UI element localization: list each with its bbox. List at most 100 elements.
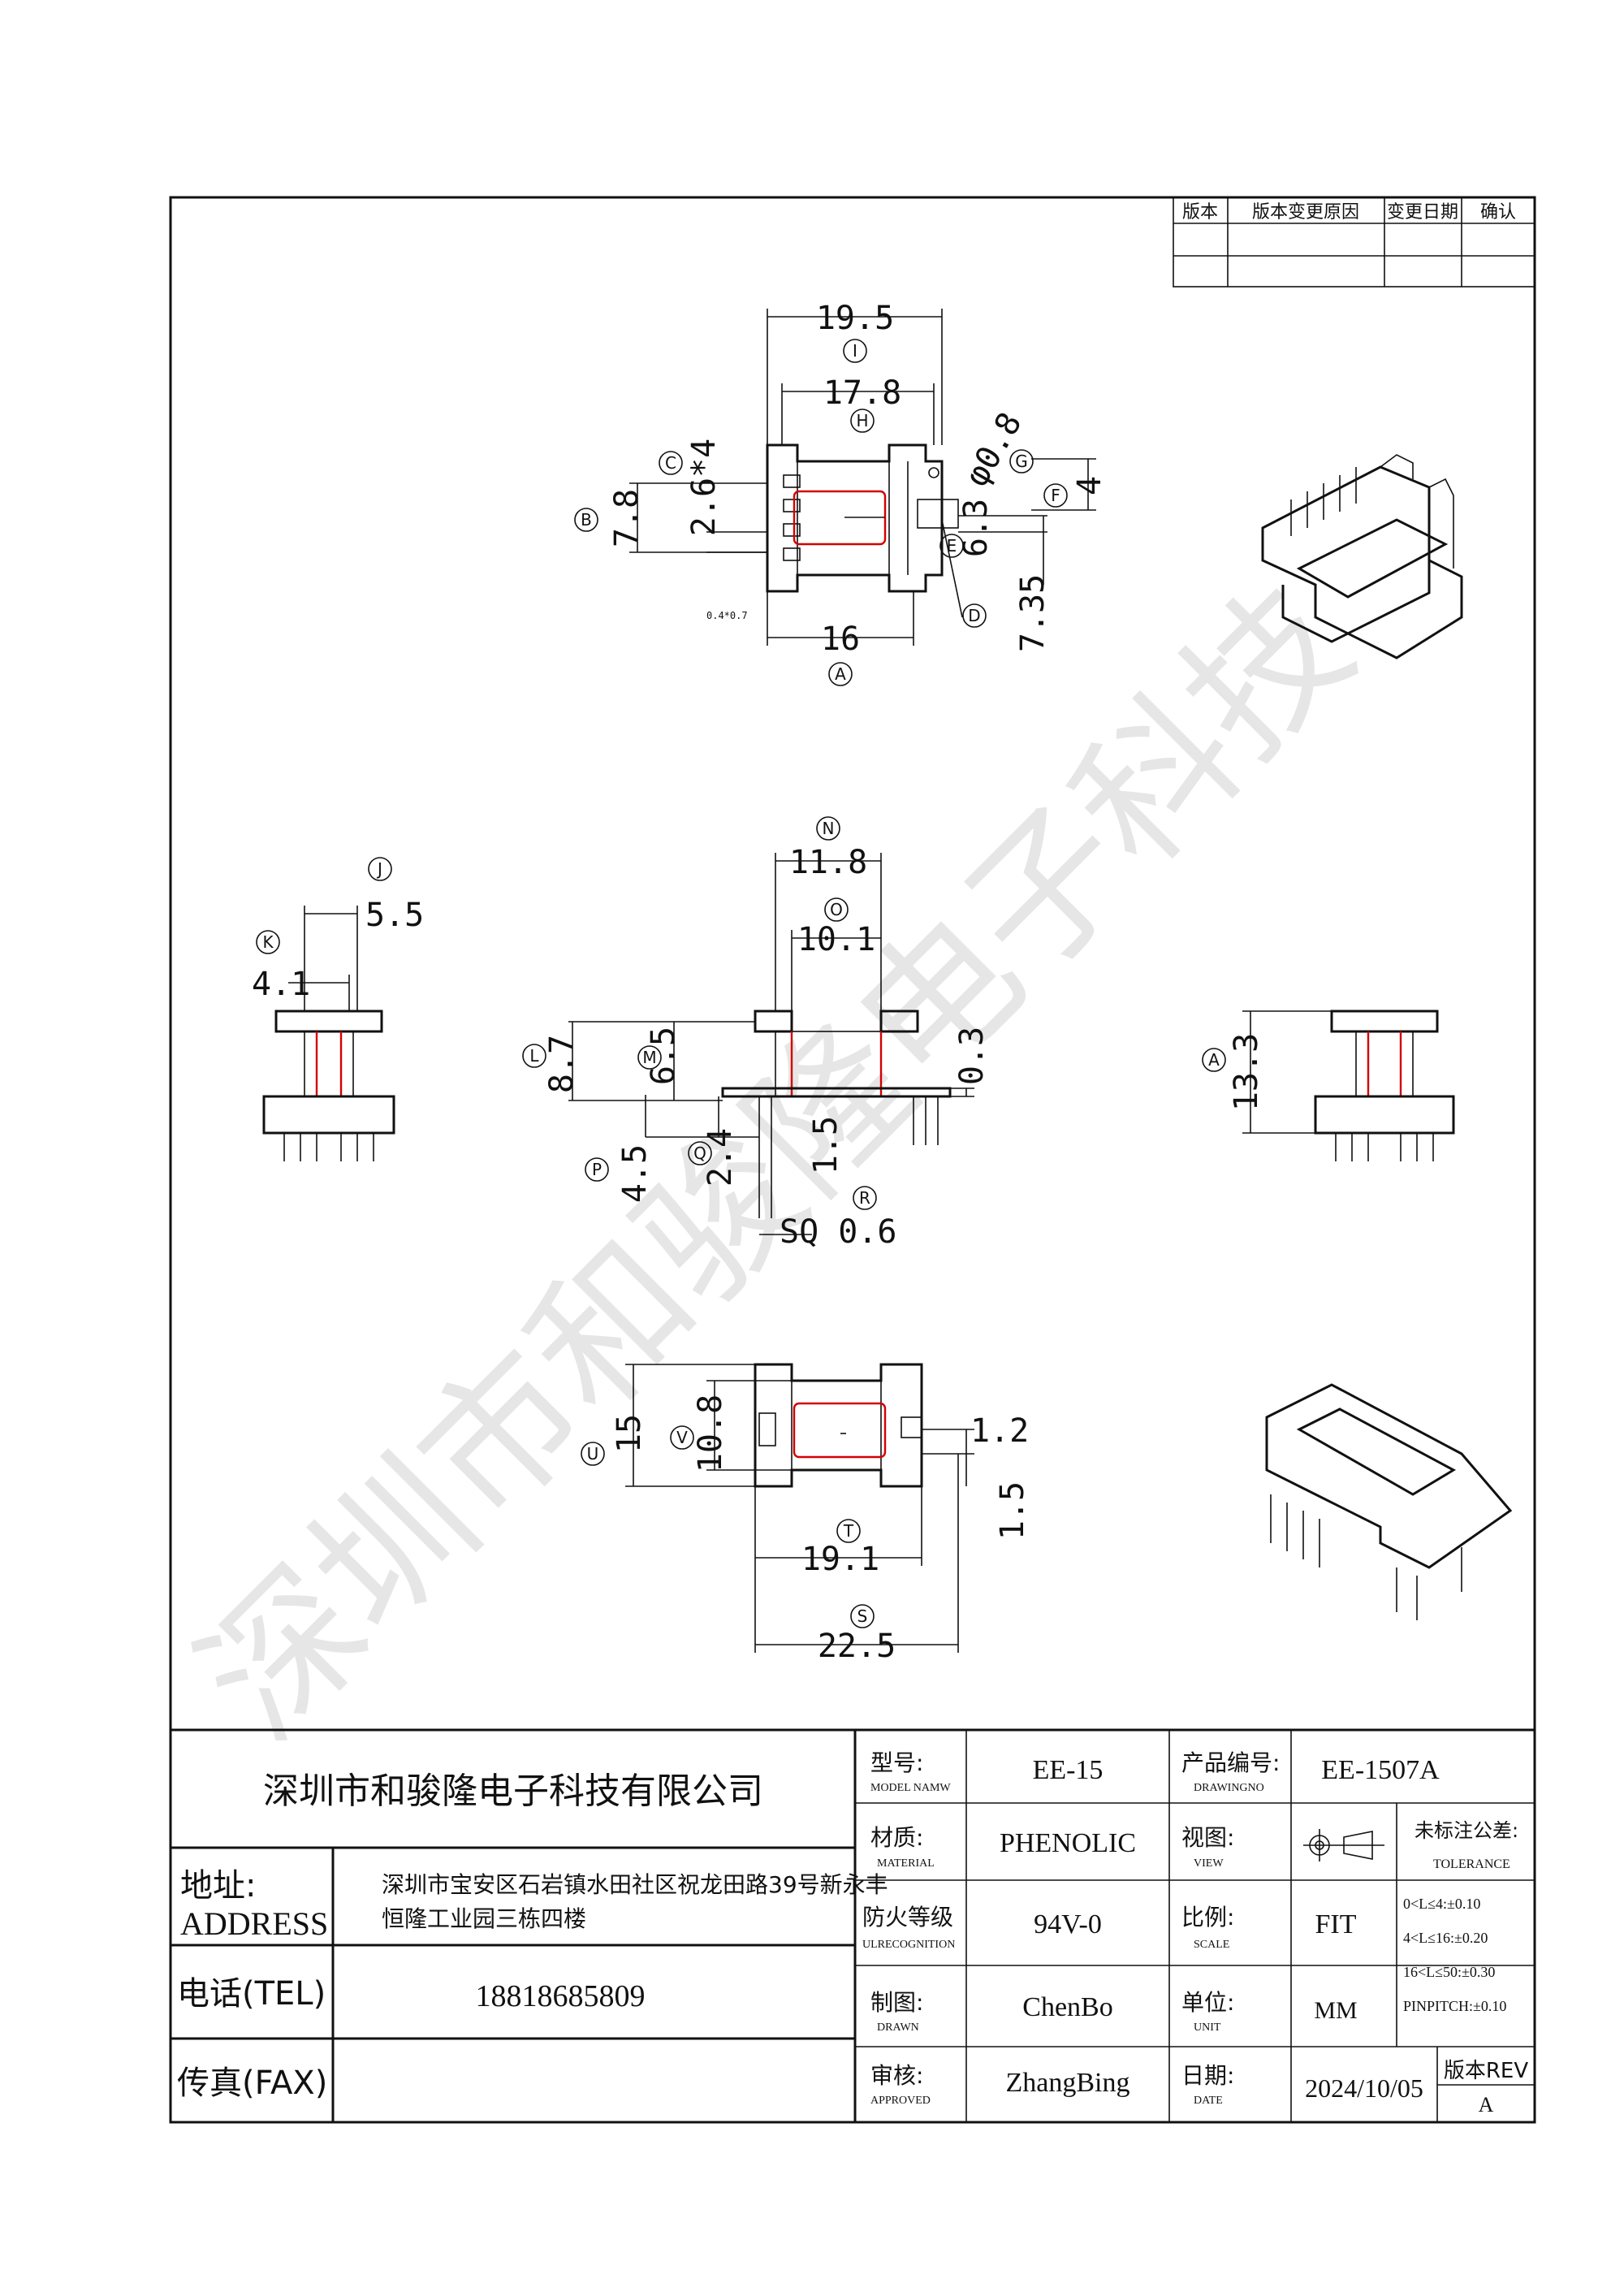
dim-7-8: 7.8 bbox=[608, 489, 646, 547]
approved-value: ZhangBing bbox=[1006, 2068, 1130, 2098]
unit-value: MM bbox=[1314, 1997, 1357, 2024]
bubble-L: L bbox=[529, 1046, 539, 1066]
bottom-view: 15 10.8 1.2 1.5 19.1 22.5 U V T S bbox=[581, 1363, 1031, 1665]
bubble-U: U bbox=[587, 1444, 599, 1464]
scale-value: FIT bbox=[1315, 1909, 1357, 1939]
drawn-label-en: DRAWN bbox=[877, 2021, 919, 2034]
bubble-A-top: A bbox=[835, 664, 846, 684]
side-view-right: 13.3 A bbox=[1202, 1010, 1455, 1161]
date-value: 2024/10/05 bbox=[1305, 2073, 1423, 2103]
date-label-cn: 日期: bbox=[1181, 2062, 1234, 2089]
tolerance-label-en: TOLERANCE bbox=[1433, 1857, 1510, 1871]
side-view-left: 5.5 4.1 J K bbox=[252, 857, 424, 1161]
material-label-en: MATERIAL bbox=[877, 1857, 935, 1870]
bubble-V: V bbox=[676, 1428, 688, 1447]
fax-label: 传真(FAX) bbox=[177, 2065, 327, 2102]
flame-value: 94V-0 bbox=[1034, 1909, 1102, 1939]
dim-4-5: 4.5 bbox=[616, 1144, 654, 1203]
tolerance-line-1: 0<L≤4:±0.10 bbox=[1403, 1896, 1480, 1912]
company-name: 深圳市和骏隆电子科技有限公司 bbox=[263, 1771, 763, 1812]
bubble-F: F bbox=[1051, 486, 1060, 505]
material-label-cn: 材质: bbox=[870, 1824, 923, 1851]
dim-phi-0-8: φ0.8 bbox=[958, 406, 1030, 492]
address-line-2: 恒隆工业园三栋四楼 bbox=[382, 1905, 586, 1932]
tolerance-label-cn: 未标注公差: bbox=[1415, 1819, 1518, 1842]
address-label-cn: 地址: bbox=[180, 1867, 256, 1905]
dim-11-8: 11.8 bbox=[789, 844, 867, 881]
unit-label-cn: 单位: bbox=[1181, 1989, 1234, 2016]
title-block: 深圳市和骏隆电子科技有限公司 地址: ADDRESS 深圳市宝安区石岩镇水田社区… bbox=[169, 1728, 1536, 2124]
dim-8-7: 8.7 bbox=[543, 1035, 581, 1093]
bubble-P: P bbox=[592, 1160, 602, 1179]
view-label-cn: 视图: bbox=[1181, 1824, 1234, 1851]
scale-label-cn: 比例: bbox=[1181, 1904, 1234, 1931]
bubble-M: M bbox=[642, 1048, 656, 1067]
tolerance-line-4: PINPITCH:±0.10 bbox=[1403, 1998, 1506, 2014]
projection-symbol-icon bbox=[1303, 1829, 1384, 1861]
bubble-G: G bbox=[1015, 452, 1028, 471]
tolerance-line-3: 16<L≤50:±0.30 bbox=[1403, 1964, 1495, 1980]
material-value: PHENOLIC bbox=[1000, 1828, 1136, 1858]
drawn-label-cn: 制图: bbox=[870, 1989, 923, 2016]
dim-2-4: 2.4 bbox=[702, 1128, 739, 1187]
bubble-A-side: A bbox=[1208, 1050, 1220, 1070]
watermark: 深圳市和骏隆电子科技 bbox=[167, 554, 1385, 1772]
dim-15: 15 bbox=[611, 1414, 648, 1453]
bubble-R: R bbox=[859, 1188, 870, 1208]
dim-4-1: 4.1 bbox=[252, 966, 310, 1003]
bubble-N: N bbox=[823, 819, 835, 838]
bubble-H: H bbox=[856, 411, 868, 430]
dim-19-5: 19.5 bbox=[816, 300, 894, 337]
dim-sq-0-6: SQ 0.6 bbox=[780, 1213, 897, 1251]
drawing-no-label-en: DRAWINGNO bbox=[1194, 1782, 1264, 1794]
dim-13-3: 13.3 bbox=[1228, 1033, 1265, 1111]
front-view: 11.8 10.1 8.7 6.5 0.3 4.5 2.4 1.5 SQ 0.6… bbox=[522, 816, 991, 1251]
scale-label-en: SCALE bbox=[1194, 1939, 1229, 1951]
flame-label-cn: 防火等级 bbox=[862, 1904, 953, 1931]
date-label-en: DATE bbox=[1194, 2095, 1223, 2107]
dim-6-3: 6.3 bbox=[957, 499, 995, 557]
bubble-I: I bbox=[853, 341, 857, 361]
approved-label-en: APPROVED bbox=[870, 2095, 931, 2107]
model-value: EE-15 bbox=[1033, 1755, 1104, 1785]
dim-4: 4 bbox=[1071, 476, 1108, 495]
top-view: 19.5 17.8 16 7.8 2.6*4 φ0.8 4 6.3 7.35 0… bbox=[574, 300, 1108, 686]
rev-label: 版本REV bbox=[1444, 2059, 1528, 2083]
address-line-1: 深圳市宝安区石岩镇水田社区祝龙田路39号新永丰 bbox=[382, 1871, 888, 1898]
dim-0-4x0-7: 0.4*0.7 bbox=[706, 610, 748, 621]
dim-2-6x4: 2.6*4 bbox=[685, 439, 723, 536]
bubble-O: O bbox=[830, 900, 843, 919]
bubble-E: E bbox=[947, 536, 957, 556]
bubble-J: J bbox=[376, 859, 382, 879]
drawn-value: ChenBo bbox=[1022, 1992, 1112, 2022]
tolerance-line-2: 4<L≤16:±0.20 bbox=[1403, 1930, 1488, 1946]
dim-1-5-bottom: 1.5 bbox=[994, 1481, 1031, 1540]
tel-value: 18818685809 bbox=[476, 1979, 646, 2013]
bubble-B: B bbox=[581, 510, 592, 530]
bubble-D: D bbox=[968, 606, 980, 625]
rev-header-version: 版本 bbox=[1182, 202, 1218, 223]
bubble-S: S bbox=[857, 1606, 868, 1626]
unit-label-en: UNIT bbox=[1194, 2021, 1221, 2034]
dim-5-5: 5.5 bbox=[365, 897, 424, 934]
approved-label-cn: 审核: bbox=[870, 2062, 923, 2089]
model-label-cn: 型号: bbox=[870, 1749, 923, 1776]
dim-22-5: 22.5 bbox=[818, 1628, 896, 1665]
dim-6-5: 6.5 bbox=[645, 1027, 682, 1085]
tel-label: 电话(TEL) bbox=[177, 1975, 326, 2013]
dim-7-35: 7.35 bbox=[1014, 574, 1052, 652]
rev-header-confirm: 确认 bbox=[1480, 202, 1516, 223]
drawing-no-label-cn: 产品编号: bbox=[1181, 1749, 1280, 1776]
bubble-Q: Q bbox=[693, 1144, 706, 1163]
bubble-K: K bbox=[262, 932, 274, 952]
drawing-no-value: EE-1507A bbox=[1321, 1755, 1440, 1785]
dim-16: 16 bbox=[821, 620, 860, 658]
model-label-en: MODEL NAMW bbox=[870, 1782, 951, 1794]
revision-table: 版本 版本变更原因 变更日期 确认 bbox=[1173, 197, 1535, 288]
isometric-view-bottom bbox=[1265, 1383, 1513, 1620]
flame-label-en: ULRECOGNITION bbox=[862, 1939, 955, 1951]
dim-10-8: 10.8 bbox=[692, 1394, 729, 1472]
rev-header-date: 变更日期 bbox=[1387, 202, 1458, 223]
